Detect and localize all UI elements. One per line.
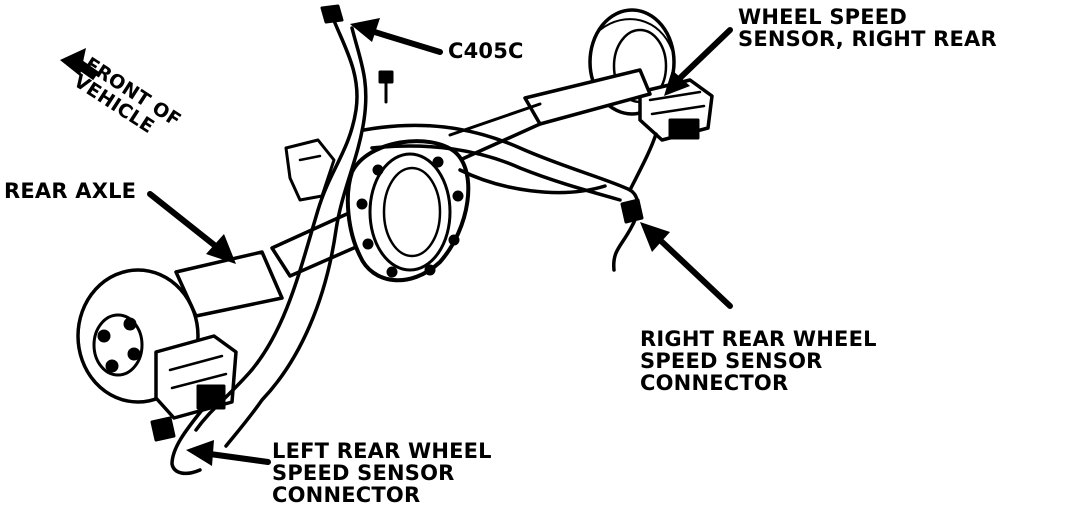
left-caliper [154,334,238,420]
left-brake-rotor [76,268,200,404]
label-line: CONNECTOR [272,483,421,507]
label-line: SENSOR, RIGHT REAR [738,27,997,51]
axle-housing [174,68,652,318]
rear-axle-label: REAR AXLE [4,179,137,203]
differential-cover [345,139,471,283]
right-rear-connector-arrow-icon [640,222,733,309]
label-line: CONNECTOR [640,371,789,395]
c405c-arrow-icon [350,18,443,55]
label-line: LEFT REAR WHEEL [272,439,492,463]
right-sensor-connector [620,198,644,224]
label-line: SPEED SENSOR [640,349,823,373]
label-line: WHEEL SPEED [738,5,907,29]
left-rear-connector-arrow-icon [186,440,271,466]
rear-axle-arrow-icon [147,191,236,264]
wiring-harness [170,8,658,476]
wheel-speed-sensor-right-rear-label: WHEEL SPEED SENSOR, RIGHT REAR [738,6,997,50]
right-rear-connector-label: RIGHT REAR WHEEL SPEED SENSOR CONNECTOR [640,328,877,394]
right-rear-sensor-arrow-icon [664,27,733,96]
label-line: RIGHT REAR WHEEL [640,327,877,351]
label-line: SPEED SENSOR [272,461,455,485]
mounting-bolt [378,70,394,104]
left-rear-connector-label: LEFT REAR WHEEL SPEED SENSOR CONNECTOR [272,440,492,506]
right-caliper [638,78,714,142]
left-sensor-connector [150,416,176,442]
c405c-connector [320,4,344,24]
front-of-vehicle-arrow-icon [60,48,99,81]
c405c-label: C405C [448,39,524,63]
